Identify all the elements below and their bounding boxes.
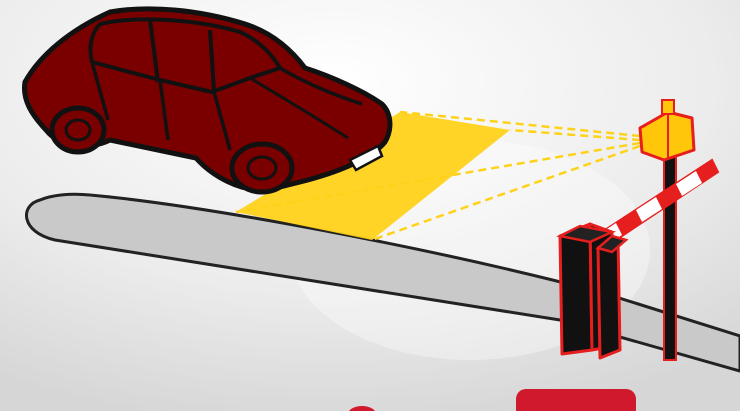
camera-pole: [664, 138, 676, 360]
corner-red-block: [516, 389, 636, 411]
barrier-housing-left: [560, 224, 592, 354]
barrier-housing-front: [598, 238, 620, 358]
